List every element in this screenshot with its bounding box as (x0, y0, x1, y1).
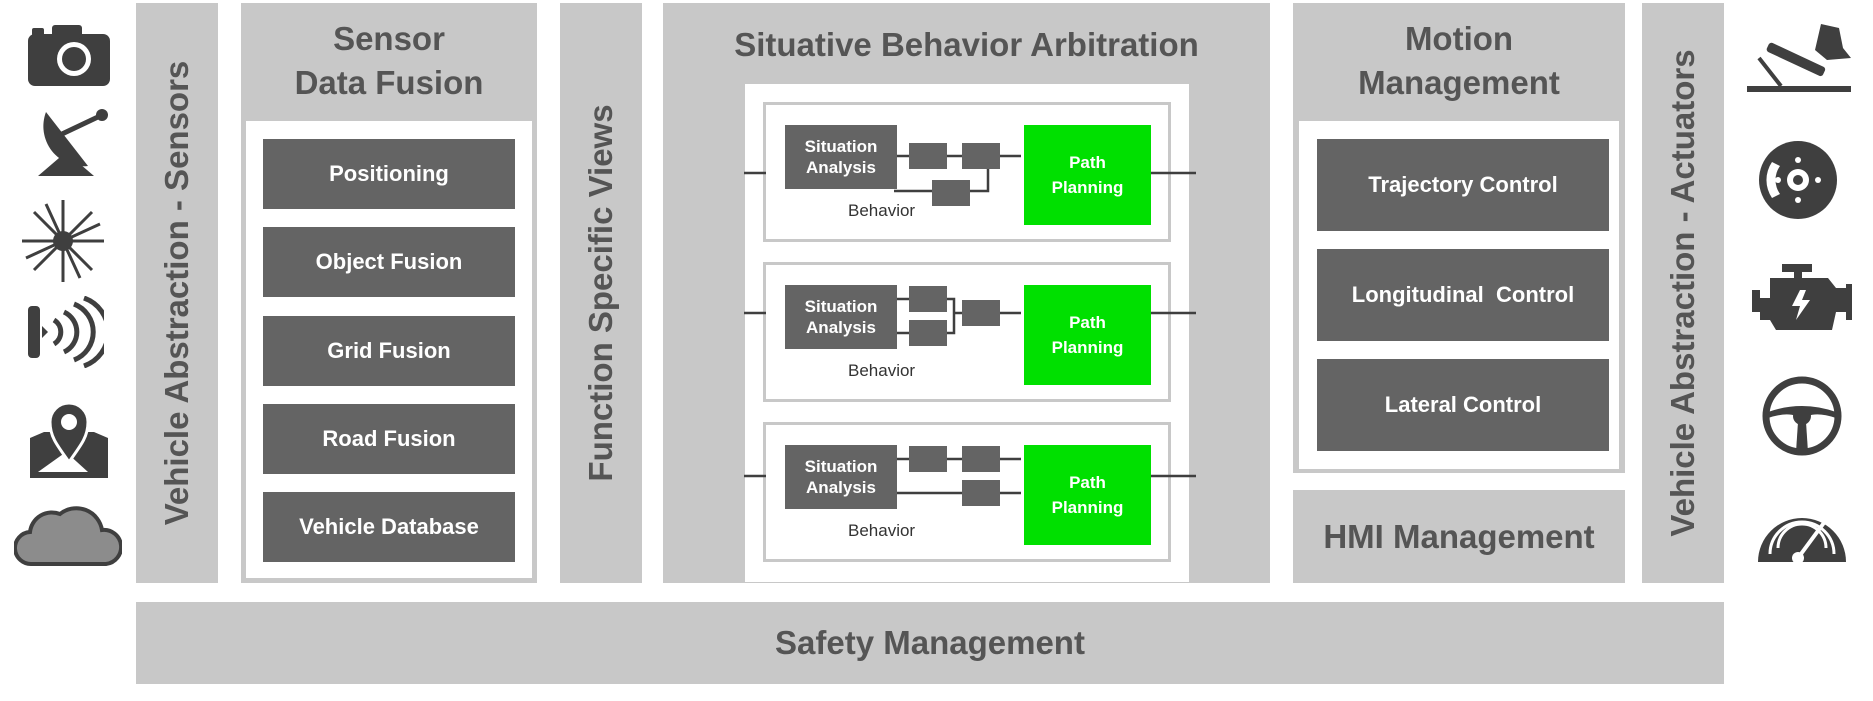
sensor-fusion-item: Road Fusion (263, 404, 515, 474)
function-specific-views-label: Function Specific Views (582, 104, 619, 482)
motion-management-title: Motion Management (1358, 20, 1560, 101)
lidar-icon (20, 198, 106, 284)
path-planning-box: Path Planning (1024, 445, 1151, 545)
situation-analysis-box: Situation Analysis (785, 445, 897, 509)
situation-analysis-box: Situation Analysis (785, 285, 897, 349)
sensor-fusion-item: Object Fusion (263, 227, 515, 297)
motion-control-item: Longitudinal Control (1317, 249, 1609, 341)
sensor-fusion-item: Positioning (263, 139, 515, 209)
behavior-label: Behavior (848, 201, 916, 220)
speedometer-icon (1756, 498, 1848, 564)
hmi-management-label: HMI Management (1323, 517, 1595, 555)
path-planning-box: Path Planning (1024, 285, 1151, 385)
safety-management-label: Safety Management (775, 624, 1085, 661)
ultrasonic-icon (24, 296, 104, 368)
situative-behavior-arbitration-panel: Situative Behavior Arbitration Situation… (663, 3, 1270, 583)
brake-disc-icon (1758, 140, 1838, 220)
behavior-connectors (744, 446, 1196, 506)
sensor-data-fusion-panel: Sensor Data Fusion Positioning Object Fu… (241, 3, 537, 583)
behavior-connectors (744, 286, 1196, 346)
sensor-data-fusion-body: Positioning Object Fusion Grid Fusion Ro… (246, 121, 532, 578)
camera-icon (26, 22, 112, 88)
function-specific-views-panel: Function Specific Views (560, 3, 642, 583)
steering-wheel-icon (1762, 376, 1842, 456)
motion-management-body: Trajectory Control Longitudinal Control … (1299, 121, 1619, 469)
sensor-fusion-item: Grid Fusion (263, 316, 515, 386)
arbitration-body: Situation Analysis Path Planning Behavio… (744, 84, 1196, 582)
behavior-label: Behavior (848, 521, 916, 540)
motion-control-item: Trajectory Control (1317, 139, 1609, 231)
vehicle-abstraction-actuators-panel: Vehicle Abstraction - Actuators (1642, 3, 1724, 583)
safety-management-panel: Safety Management (136, 602, 1724, 684)
motion-management-panel: Motion Management Trajectory Control Lon… (1293, 3, 1625, 473)
behavior-block: Situation Analysis Path Planning Behavio… (744, 262, 1196, 402)
sensor-data-fusion-title: Sensor Data Fusion (294, 20, 484, 101)
cloud-icon (14, 500, 122, 568)
motion-control-item: Lateral Control (1317, 359, 1609, 451)
vehicle-abstraction-sensors-label: Vehicle Abstraction - Sensors (158, 60, 195, 526)
sensor-fusion-item: Vehicle Database (263, 492, 515, 562)
engine-icon (1748, 262, 1854, 334)
map-icon (26, 392, 112, 480)
pedal-icon (1745, 22, 1853, 94)
vehicle-abstraction-sensors-panel: Vehicle Abstraction - Sensors (136, 3, 218, 583)
behavior-connectors (744, 143, 1196, 206)
behavior-block: Situation Analysis Path Planning Behavio… (744, 422, 1196, 562)
behavior-label: Behavior (848, 361, 916, 380)
radar-icon (32, 102, 112, 180)
vehicle-abstraction-actuators-label: Vehicle Abstraction - Actuators (1664, 49, 1701, 537)
path-planning-box: Path Planning (1024, 125, 1151, 225)
hmi-management-panel: HMI Management (1293, 490, 1625, 583)
situation-analysis-box: Situation Analysis (785, 125, 897, 189)
behavior-block: Situation Analysis Path Planning Behavio… (744, 102, 1196, 242)
arbitration-title: Situative Behavior Arbitration (734, 26, 1199, 63)
